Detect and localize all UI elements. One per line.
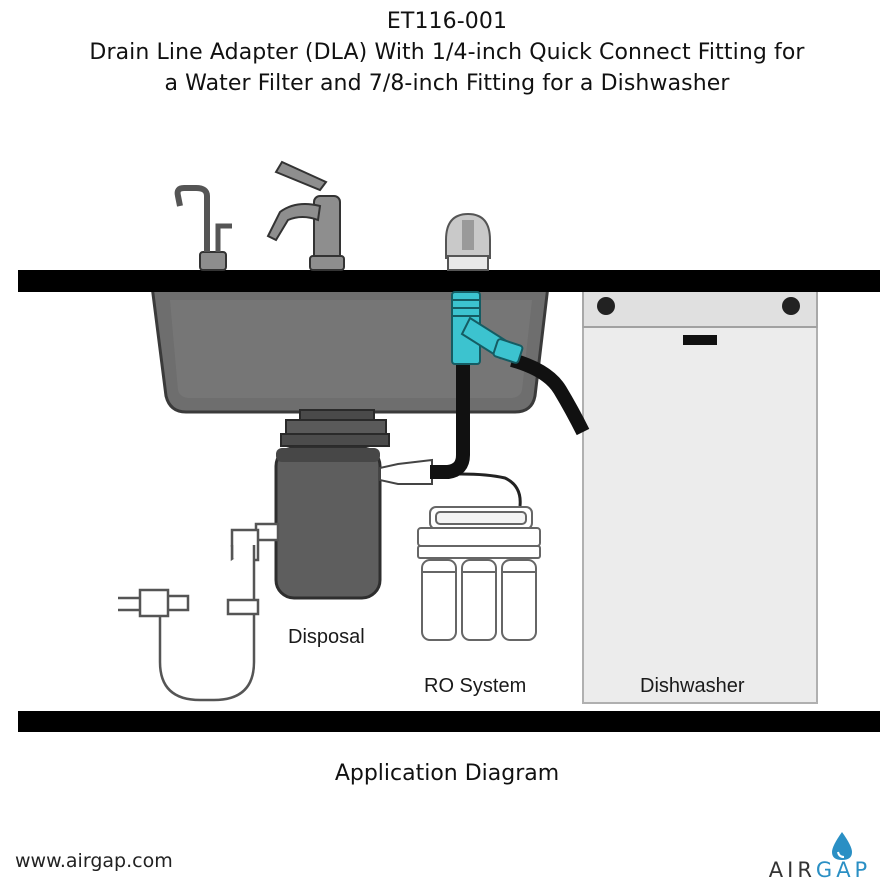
diagram-caption: Application Diagram: [334, 761, 560, 786]
title-line-1: Drain Line Adapter (DLA) With 1/4-inch Q…: [89, 40, 805, 65]
ro-system-label: RO System: [424, 675, 527, 697]
disposal-label: Disposal: [288, 626, 365, 648]
floor-bar: [18, 711, 880, 732]
kitchen-faucet: [266, 160, 345, 271]
countertop: [18, 270, 880, 292]
website-link[interactable]: www.airgap.com: [15, 850, 173, 872]
part-number: ET116-001: [386, 9, 508, 34]
ro-system: [417, 506, 541, 641]
sink-basin: [150, 284, 550, 414]
brand-wordmark: AIRGAP: [760, 858, 880, 882]
water-faucet: [174, 185, 232, 271]
drain-hose: [430, 360, 470, 479]
air-gap-cap: [445, 212, 491, 271]
airgap-logo: AIRGAP: [760, 828, 880, 884]
dishwasher-label: Dishwasher: [640, 675, 745, 697]
brand-part-1: AIR: [768, 858, 816, 882]
disposal-flange: [280, 409, 390, 447]
p-trap-drain: [118, 522, 280, 702]
disposal: [274, 446, 382, 600]
disposal-inlet-fitting: [379, 458, 433, 485]
drain-line-adapter: [451, 291, 524, 365]
dishwasher-hose: [510, 353, 590, 436]
title-block: ET116-001 Drain Line Adapter (DLA) With …: [0, 6, 894, 99]
title-line-2: a Water Filter and 7/8-inch Fitting for …: [164, 71, 730, 96]
brand-part-2: GAP: [815, 858, 872, 882]
water-drop-icon: [832, 832, 852, 860]
dishwasher: [582, 290, 818, 704]
